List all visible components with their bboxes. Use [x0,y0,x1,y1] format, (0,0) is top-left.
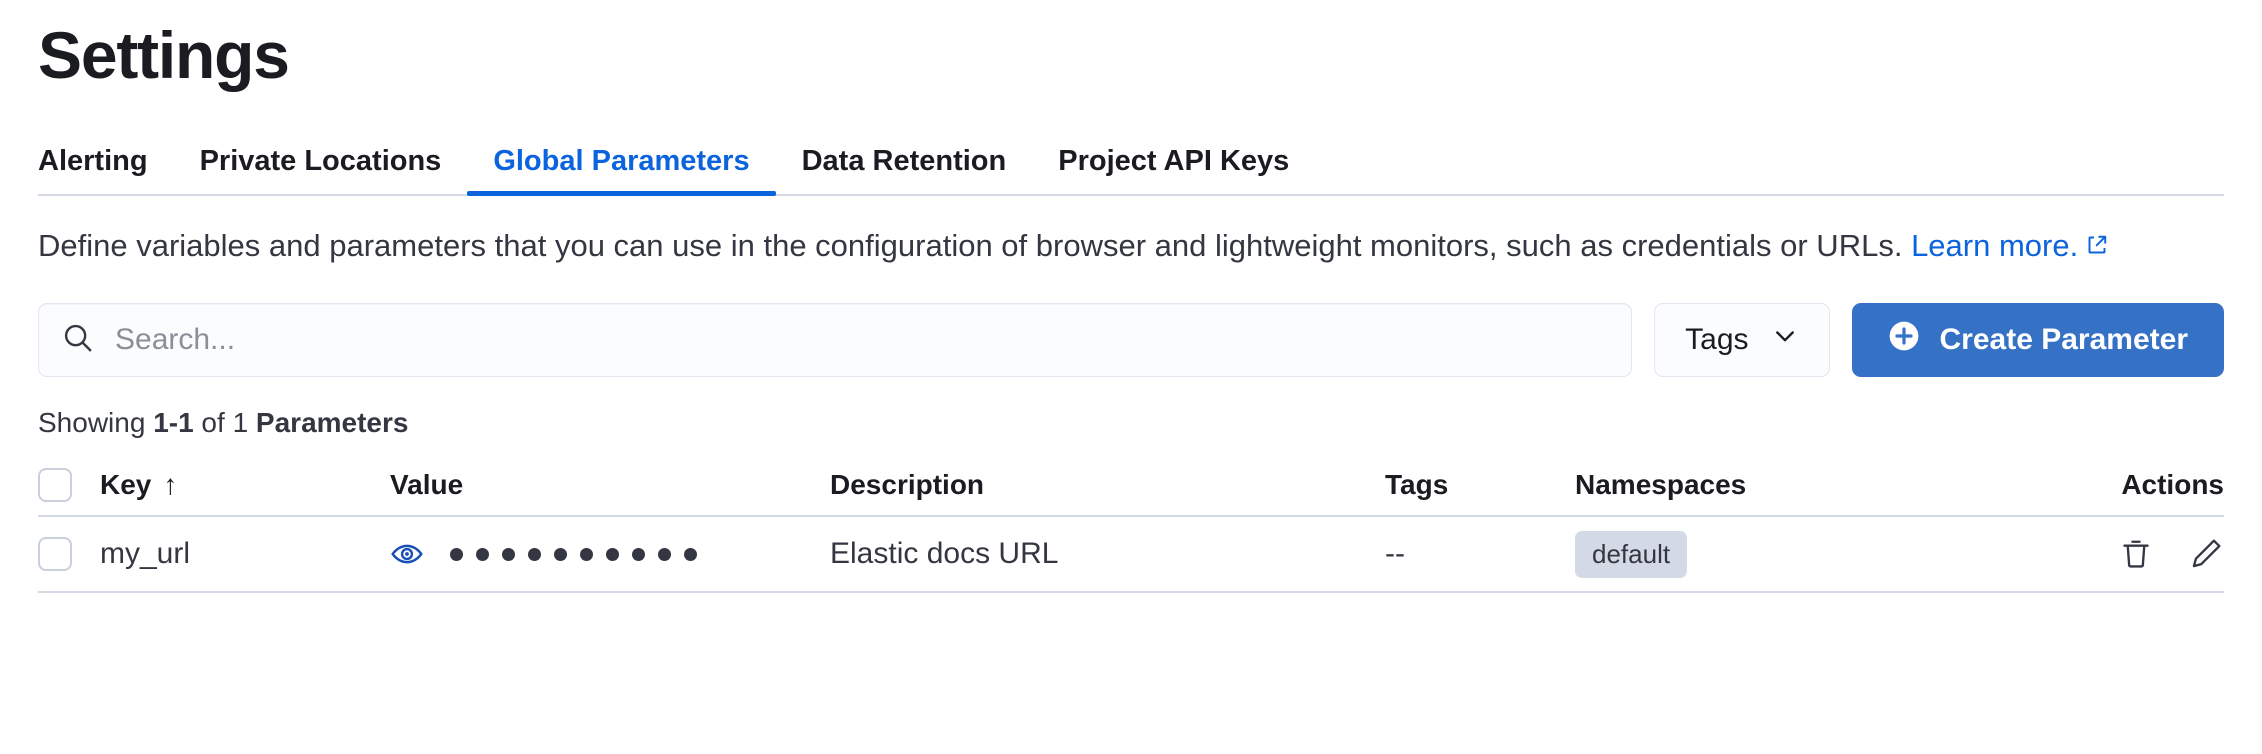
learn-more-label: Learn more. [1911,228,2079,263]
tags-filter-label: Tags [1685,323,1749,357]
parameter-tags: -- [1385,537,1405,571]
sort-ascending-icon: ↑ [163,469,178,501]
column-header-value[interactable]: Value [390,469,830,501]
search-icon [61,321,95,360]
tab-bar: Alerting Private Locations Global Parame… [38,134,2224,196]
cell-actions [2024,536,2224,572]
tab-label: Data Retention [801,145,1007,177]
mask-dot [476,547,489,561]
tab-private-locations[interactable]: Private Locations [174,145,468,194]
eye-icon[interactable] [390,537,424,571]
column-header-key-label: Key [100,469,152,501]
cell-key: my_url [100,537,390,571]
column-header-namespaces[interactable]: Namespaces [1575,469,2024,501]
row-select-checkbox[interactable] [38,537,72,572]
mask-dot [684,547,697,561]
tab-global-parameters[interactable]: Global Parameters [467,145,776,196]
controls-row: Tags Create Parameter [38,303,2224,378]
parameter-description: Elastic docs URL [830,537,1059,571]
column-header-actions-label: Actions [2121,469,2224,501]
masked-value [450,547,697,561]
tab-label: Alerting [38,145,148,177]
search-input[interactable] [115,304,1610,377]
select-all-checkbox[interactable] [38,468,72,503]
tab-label: Global Parameters [493,145,750,177]
tab-alerting[interactable]: Alerting [38,145,174,194]
results-count: Showing 1-1 of 1 Parameters [38,407,2224,439]
cell-description: Elastic docs URL [830,537,1385,571]
column-header-tags[interactable]: Tags [1385,469,1575,501]
column-header-namespaces-label: Namespaces [1575,469,1747,501]
create-parameter-button[interactable]: Create Parameter [1851,303,2224,378]
tab-label: Project API Keys [1058,145,1290,177]
page-title: Settings [38,18,290,92]
mask-dot [658,547,671,561]
select-all-cell [38,468,100,503]
cell-value [390,537,830,571]
mask-dot [502,547,515,561]
mask-dot [580,547,593,561]
cell-tags: -- [1385,537,1575,571]
tab-data-retention[interactable]: Data Retention [776,145,1033,194]
description-body: Define variables and parameters that you… [38,228,1903,263]
mask-dot [450,547,463,561]
results-unit: Parameters [255,407,409,439]
row-select-cell [38,537,100,572]
trash-icon[interactable] [2118,536,2154,572]
tab-project-api-keys[interactable]: Project API Keys [1032,145,1315,194]
mask-dot [554,547,567,561]
search-box[interactable] [38,303,1633,378]
external-link-icon [2085,225,2109,269]
parameter-key: my_url [100,537,191,571]
mask-dot [606,547,619,561]
parameters-table: Key ↑ Value Description Tags Namespaces A… [38,455,2224,594]
column-header-description-label: Description [830,469,985,501]
namespace-badge: default [1575,530,1688,578]
tab-label: Private Locations [199,145,442,177]
mask-dot [528,547,541,561]
description-text: Define variables and parameters that you… [38,224,2224,269]
pencil-icon[interactable] [2188,536,2224,572]
results-prefix: Showing [38,407,154,439]
plus-circle-icon [1888,320,1920,360]
column-header-value-label: Value [390,469,464,501]
results-middle: of 1 [193,407,256,439]
results-range: 1-1 [153,407,194,439]
table-header-row: Key ↑ Value Description Tags Namespaces A… [38,455,2224,518]
column-header-tags-label: Tags [1385,469,1449,501]
column-header-actions: Actions [2024,469,2224,501]
cell-namespaces: default [1575,530,2024,578]
chevron-down-icon [1771,322,1799,358]
table-row: my_url [38,517,2224,594]
learn-more-link[interactable]: Learn more. [1911,228,2078,263]
mask-dot [632,547,645,561]
create-parameter-label: Create Parameter [1939,323,2188,357]
tags-filter-button[interactable]: Tags [1654,303,1830,378]
column-header-description[interactable]: Description [830,469,1385,501]
column-header-key[interactable]: Key ↑ [100,469,390,501]
